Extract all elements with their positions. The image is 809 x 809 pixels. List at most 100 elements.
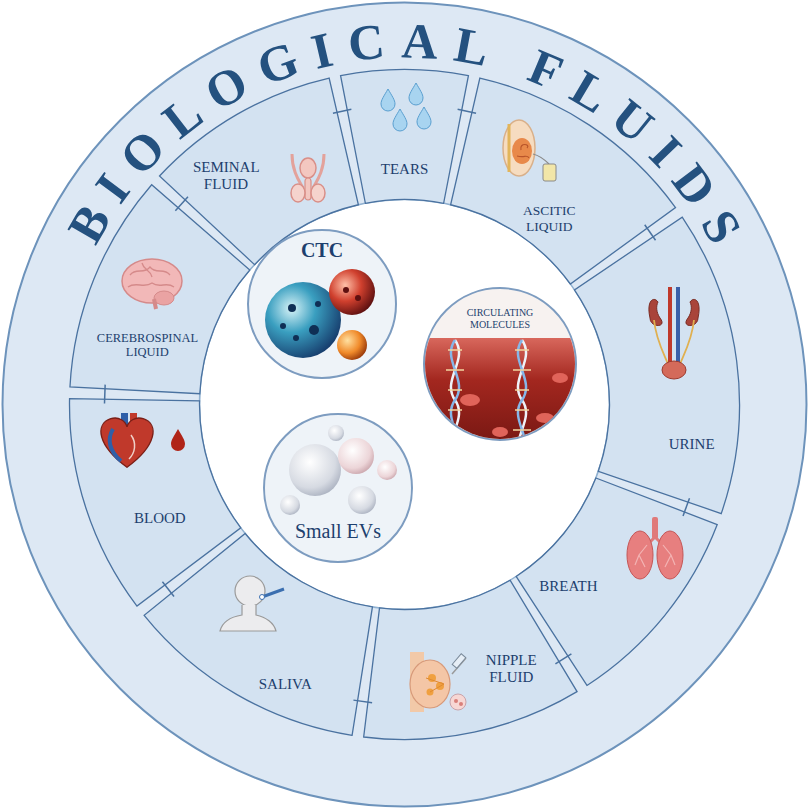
label-holder: TEARS [381, 161, 429, 178]
inner-disc [200, 200, 610, 610]
segment-joint [175, 197, 188, 211]
circulating-molecules-picture-part [518, 340, 526, 460]
urinary-icon-part [668, 287, 672, 372]
component-label: CTC [301, 239, 343, 262]
breast-icon-part [410, 660, 450, 708]
circulating-molecules-picture-part [552, 373, 568, 383]
lungs-icon-part [647, 537, 663, 545]
fluid-label: TEARS [381, 161, 429, 178]
reproductive-icon-part [313, 154, 324, 188]
title-letter: F [522, 40, 570, 98]
fluid-segment: CEREBROSPINAL LIQUID [67, 182, 252, 396]
brain-icon-part [154, 299, 156, 309]
title-letter: I [307, 23, 337, 76]
ctc-cells-part [337, 330, 367, 360]
segment-outline [67, 182, 252, 396]
urinary-icon [649, 287, 699, 379]
breast-icon-part [454, 699, 458, 703]
segment-joint [353, 700, 372, 703]
circulating-molecules-picture-part [536, 413, 554, 423]
fluid-label: BLOOD [134, 510, 186, 527]
segment-joint [333, 109, 351, 113]
ctc-cells-part [280, 323, 286, 329]
fluid-label: ASCITIC LIQUID [523, 204, 576, 235]
fluid-label: BREATH [539, 578, 597, 595]
component-circle: CIRCULATING MOLECULES [422, 286, 578, 442]
brain-icon-part [154, 291, 174, 305]
label-holder: CEREBROSPINAL LIQUID [97, 331, 198, 360]
ctc-cells-part [329, 269, 375, 315]
urinary-icon-part [649, 299, 662, 325]
segment-outline [67, 396, 243, 609]
title-letter: L [563, 61, 617, 121]
abdomen-icon-part [533, 154, 549, 164]
circulating-molecules-picture-part [460, 394, 480, 406]
tear-drops-icon-part [409, 83, 423, 105]
breast-icon [410, 652, 466, 712]
fluid-segment: URINE [572, 215, 742, 516]
label-holder: BREATH [539, 578, 597, 595]
abdomen-icon-part [517, 145, 529, 159]
reproductive-icon [291, 154, 325, 202]
title-letter: A [401, 15, 439, 66]
fluid-label: NIPPLE FLUID [486, 651, 537, 686]
fluid-label: URINE [669, 436, 715, 453]
circle-shape [264, 414, 412, 562]
reproductive-icon-part [311, 184, 325, 202]
title-letter: G [251, 33, 305, 93]
segment-joint [162, 582, 174, 597]
small-ev-blobs-part [348, 486, 376, 514]
ctc-cells [265, 269, 375, 360]
brain-icon-part [128, 263, 174, 287]
abdomen-icon-part [508, 124, 511, 172]
label-holder: SEMINAL FLUID [193, 159, 259, 194]
reproductive-icon-part [300, 158, 316, 178]
title-letter: O [197, 56, 255, 119]
breast-icon-part [410, 652, 424, 712]
abdomen-icon [503, 120, 556, 181]
title-letter: I [86, 165, 138, 210]
heart-icon [101, 413, 153, 467]
saliva-icon [220, 576, 284, 631]
segment-joint [104, 385, 106, 404]
segment-joint [683, 498, 689, 516]
breast-icon-part [452, 654, 466, 669]
reproductive-icon-part [305, 178, 311, 200]
saliva-icon-part [262, 589, 284, 597]
segment-joint [458, 109, 476, 113]
saliva-icon-part [260, 595, 265, 600]
urinary-icon-part [676, 287, 680, 372]
segment-shape [574, 217, 739, 513]
label-holder: ASCITIC LIQUID [523, 204, 576, 235]
label-holder: CTC [301, 239, 343, 262]
component-circle: Small EVs [262, 412, 414, 564]
segment-shape [69, 399, 240, 606]
circle-shape [248, 230, 396, 378]
segment-outline [338, 67, 471, 206]
segment-shape [364, 580, 577, 739]
lungs-icon-part [652, 517, 658, 539]
fluid-label: SALIVA [259, 677, 312, 694]
fluid-segment: NIPPLE FLUID [361, 578, 580, 742]
breast-icon-part [428, 674, 436, 682]
ctc-cells-part [288, 304, 296, 312]
abdomen-icon-part [543, 164, 556, 181]
small-ev-blobs-part [328, 425, 344, 441]
abdomen-icon-part [512, 138, 532, 164]
breast-icon-part [426, 678, 444, 692]
lungs-icon-part [627, 531, 653, 579]
segment-shape [341, 70, 469, 204]
reproductive-icon-part [292, 154, 303, 188]
brain-icon [122, 259, 182, 309]
segment-joint [645, 225, 656, 240]
segment-outline [361, 578, 580, 742]
circulating-molecules-picture-part [451, 340, 459, 460]
tear-drops-icon-part [417, 107, 431, 129]
small-ev-blobs [280, 425, 397, 515]
circulating-molecules-picture-part [446, 350, 531, 430]
ctc-cells-part [355, 295, 361, 301]
urinary-icon-part [662, 361, 686, 379]
label-holder: CIRCULATING MOLECULES [467, 307, 534, 330]
urinary-icon-part [686, 299, 699, 325]
